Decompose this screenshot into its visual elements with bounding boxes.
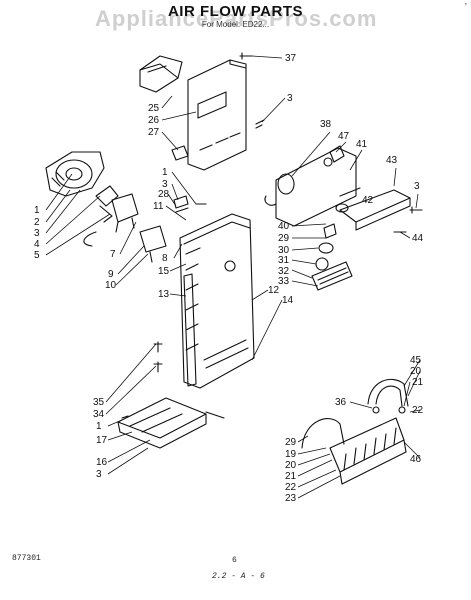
callout-label: 14	[282, 295, 294, 306]
callout-label: 42	[362, 195, 374, 206]
callout-label: 26	[148, 115, 160, 126]
callout-label: 2	[34, 217, 40, 228]
callout-label: 36	[335, 397, 347, 408]
callout-label: 34	[93, 409, 105, 420]
callout-label: 12	[268, 285, 280, 296]
callout-label: 1	[162, 167, 168, 178]
callout-label: 1	[96, 421, 102, 432]
callout-label: 11	[153, 201, 164, 212]
page-number: 6	[232, 556, 237, 565]
drain-trough-part	[117, 397, 207, 449]
watermark: AppliancePartsPros.com	[95, 6, 378, 31]
callout-label: 25	[148, 103, 160, 114]
callout-label: 19	[285, 449, 297, 460]
callout-label: 3	[162, 179, 168, 190]
callout-label: 29	[285, 437, 297, 448]
callout-label: 3	[287, 93, 293, 104]
diagram-title: AIR FLOW PARTS	[167, 3, 304, 20]
callout-label: 40	[278, 221, 290, 232]
callout-label: 17	[96, 435, 108, 446]
callout-label: 47	[338, 131, 350, 142]
heater-loop-part	[301, 418, 345, 449]
callout-label: 41	[356, 139, 368, 150]
callout-label: 27	[148, 127, 160, 138]
callout-label: 45	[410, 355, 422, 366]
callout-label: 29	[278, 233, 290, 244]
callout-label: 31	[278, 255, 290, 266]
control-tray-part	[339, 187, 411, 231]
callout-label: 7	[110, 249, 116, 260]
callout-label: 37	[285, 53, 297, 64]
callout-label: 38	[320, 119, 332, 130]
screw-part	[153, 361, 163, 373]
callout-label: 21	[412, 377, 424, 388]
callout-label: 13	[158, 289, 170, 300]
diagram-subtitle: For Model: ED22...	[201, 20, 270, 29]
callout-label: 43	[386, 155, 398, 166]
page-reference: 2.2 - A - 6	[212, 572, 265, 581]
callout-label: 20	[410, 366, 422, 377]
heater-tube-part	[367, 378, 409, 414]
bracket-part	[171, 145, 189, 161]
callout-label: 30	[278, 245, 290, 256]
callout-label: 28	[158, 189, 170, 200]
callout-label: 1	[34, 205, 40, 216]
callout-label: 3	[414, 181, 420, 192]
callout-label: 32	[278, 266, 290, 277]
callout-label: 3	[96, 469, 102, 480]
pin-part	[121, 415, 129, 419]
duct-cover-part	[139, 55, 183, 93]
fan-blade-part	[95, 185, 119, 223]
screw-part	[153, 341, 163, 353]
diagram-code: 877301	[12, 554, 41, 563]
callout-label: 15	[158, 266, 170, 277]
callout-label: 9	[108, 269, 114, 280]
screw-part	[255, 119, 265, 129]
callout-label: 33	[278, 276, 290, 287]
switch-part	[329, 145, 345, 163]
fan-housing-part	[45, 151, 105, 197]
fan-motor-part	[83, 193, 139, 247]
knob-part	[335, 203, 349, 213]
screw-part	[239, 52, 253, 60]
callout-label: 21	[285, 471, 297, 482]
callout-label: 20	[285, 460, 297, 471]
callout-label: 46	[410, 454, 422, 465]
callout-label: 16	[96, 457, 108, 468]
duct-channel-part	[183, 273, 197, 387]
callout-label: 23	[285, 493, 297, 504]
motor-bracket-part	[139, 225, 167, 263]
corner-mark: ’	[464, 2, 467, 13]
pin-part	[205, 411, 225, 419]
callout-label: 5	[34, 250, 40, 261]
callout-label: 3	[34, 228, 40, 239]
callout-label: 44	[412, 233, 424, 244]
control-housing-part	[264, 147, 357, 227]
callout-label: 35	[93, 397, 105, 408]
drain-pan-part	[329, 417, 407, 485]
screw-part	[409, 206, 423, 214]
callout-label: 22	[285, 482, 297, 493]
damper-plate-part	[187, 59, 247, 171]
callout-label: 4	[34, 239, 40, 250]
callout-label: 10	[105, 280, 117, 291]
callout-label: 8	[162, 253, 168, 264]
